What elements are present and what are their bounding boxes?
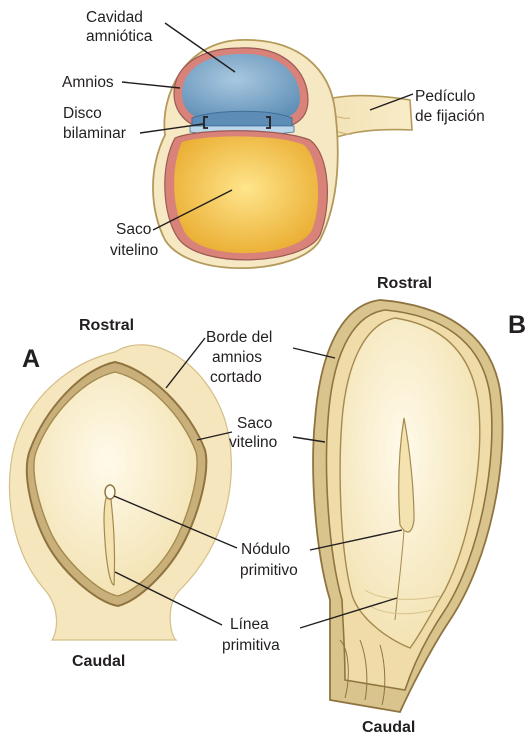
label-nodulo-2: primitivo: [240, 562, 298, 579]
label-nodulo-1: Nódulo: [241, 541, 290, 558]
label-saco-top-1: Saco: [116, 221, 151, 238]
label-pediculo-2: de fijación: [415, 108, 485, 125]
label-linea-2: primitiva: [222, 637, 280, 654]
panel-a-primitive-node: [105, 485, 115, 499]
panel-a-rostral: Rostral: [79, 317, 134, 334]
panel-b-letter: B: [508, 311, 526, 339]
panel-a-figure: [9, 345, 231, 640]
panel-b-caudal: Caudal: [362, 719, 415, 736]
panel-a-caudal: Caudal: [72, 653, 125, 670]
label-saco-top-2: vitelino: [110, 242, 158, 259]
label-borde-1: Borde del: [206, 329, 272, 346]
label-saco-mid-1: Saco: [237, 415, 272, 432]
label-cavidad-1: Cavidad: [86, 9, 143, 26]
label-borde-2: amnios: [212, 349, 262, 366]
panel-a-letter: A: [22, 345, 40, 373]
panel-b-rostral: Rostral: [377, 275, 432, 292]
label-pediculo-1: Pedículo: [415, 88, 475, 105]
label-borde-3: cortado: [210, 369, 262, 386]
panel-b-figure: [313, 300, 502, 712]
yolk-sac: [174, 136, 318, 253]
label-amnios-top: Amnios: [62, 74, 114, 91]
label-cavidad-2: amniótica: [86, 28, 153, 45]
label-linea-1: Línea: [230, 616, 269, 633]
bilaminar-section-figure: [153, 40, 412, 268]
leader-amnios: [122, 82, 180, 88]
label-disco-2: bilaminar: [63, 125, 126, 142]
label-saco-mid-2: vitelino: [229, 434, 277, 451]
label-disco-1: Disco: [63, 105, 102, 122]
